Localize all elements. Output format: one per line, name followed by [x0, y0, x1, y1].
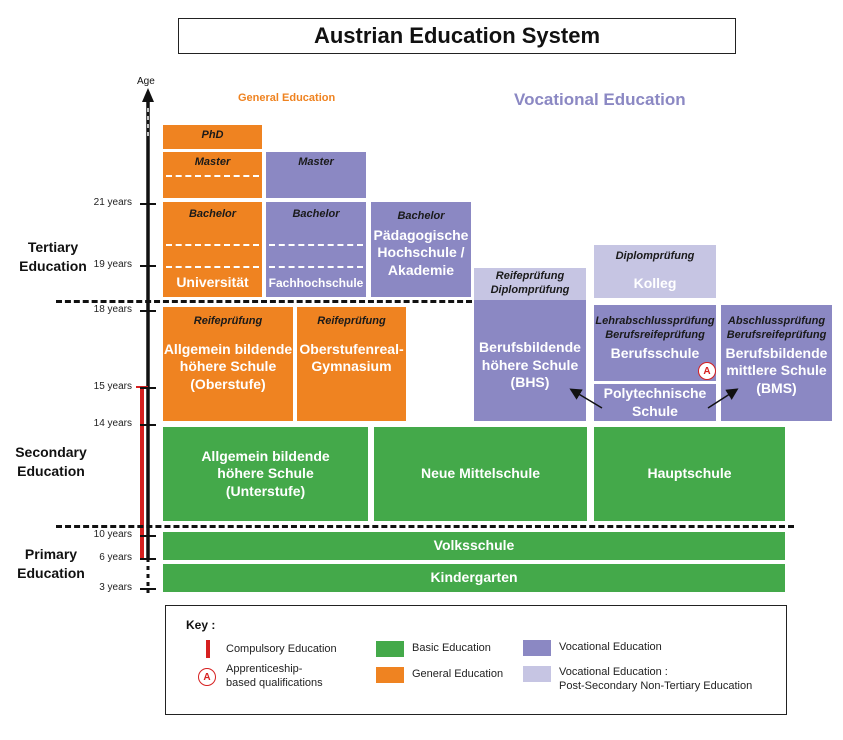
- legend-postsecondary-swatch: [523, 666, 551, 682]
- fh-dash-2: [269, 266, 363, 268]
- tick-14: [140, 424, 156, 426]
- fachhochschule-box: Bachelor Fachhochschule: [266, 202, 366, 297]
- age-axis-label: Age: [137, 76, 155, 87]
- uni-dash-1: [166, 244, 259, 246]
- secondary-primary-separator: [56, 525, 794, 528]
- berufsschule-box: Lehrabschlussprüfung Berufsreifeprüfung …: [594, 305, 716, 381]
- legend-basic-label: Basic Education: [412, 642, 491, 654]
- bms-box: Abschlussprüfung Berufsreifeprüfung Beru…: [721, 305, 832, 421]
- paedagogische-hochschule-box: Bachelor Pädagogische Hochschule / Akade…: [371, 202, 471, 297]
- bhs-qualifications-box: Reifeprüfung Diplomprüfung: [474, 268, 586, 300]
- tertiary-secondary-separator: [56, 300, 472, 303]
- age-19: 19 years: [93, 259, 132, 270]
- ahs-unterstufe-box: Allgemein bildende höhere Schule (Unters…: [163, 427, 368, 521]
- neue-mittelschule-box: Neue Mittelschule: [374, 427, 587, 521]
- general-education-header: General Education: [238, 92, 336, 104]
- master-fh-box: Master: [266, 152, 366, 198]
- kindergarten-box: Kindergarten: [163, 564, 785, 592]
- secondary-education-label: Secondary Education: [15, 444, 87, 479]
- bhs-box: Berufsbildende höhere Schule (BHS): [474, 300, 586, 421]
- legend-general-swatch: [376, 667, 404, 683]
- age-axis: [142, 88, 154, 593]
- legend-basic-swatch: [376, 641, 404, 657]
- legend-vocational-swatch: [523, 640, 551, 656]
- legend-postsecondary-label: Vocational Education : Post-Secondary No…: [559, 666, 753, 692]
- vocational-education-header: Vocational Education: [514, 90, 686, 109]
- legend-title: Key :: [186, 618, 216, 632]
- ahs-oberstufe-box: Reifeprüfung Allgemein bildende höhere S…: [163, 307, 293, 421]
- age-21: 21 years: [93, 197, 132, 208]
- age-14: 14 years: [93, 418, 132, 429]
- apprenticeship-marker: A: [698, 362, 716, 380]
- legend-apprentice-label: Apprenticeship- based qualifications: [226, 663, 323, 689]
- legend-vocational-label: Vocational Education: [559, 641, 662, 653]
- tick-10: [140, 535, 156, 537]
- kolleg-box: Diplomprüfung Kolleg: [594, 245, 716, 298]
- phd-box: PhD: [163, 125, 262, 149]
- tick-3: [140, 588, 156, 590]
- universitat-box: Bachelor Universität: [163, 202, 262, 297]
- age-18: 18 years: [93, 304, 132, 315]
- oberstufenrealgymnasium-box: Reifeprüfung Oberstufenreal- Gymnasium: [297, 307, 406, 421]
- age-15: 15 years: [93, 381, 132, 392]
- master-dash: [166, 175, 259, 177]
- legend-compulsory-label: Compulsory Education: [226, 643, 337, 655]
- age-3: 3 years: [99, 582, 132, 593]
- tick-6: [140, 558, 156, 560]
- legend: Key : Compulsory Education A Apprentices…: [165, 605, 787, 715]
- hauptschule-box: Hauptschule: [594, 427, 785, 521]
- uni-dash-2: [166, 266, 259, 268]
- polytechnische-schule-box: Polytechnische Schule: [594, 384, 716, 421]
- page-title: Austrian Education System: [178, 18, 736, 54]
- age-6: 6 years: [99, 552, 132, 563]
- legend-general-label: General Education: [412, 668, 504, 680]
- transition-arrows: [569, 388, 739, 409]
- primary-education-label: Primary Education: [17, 546, 85, 581]
- fh-dash-1: [269, 244, 363, 246]
- age-10: 10 years: [93, 529, 132, 540]
- tick-21: [140, 203, 156, 205]
- tick-19: [140, 265, 156, 267]
- tick-15: [140, 387, 156, 389]
- volksschule-box: Volksschule: [163, 532, 785, 560]
- legend-compulsory-swatch: [206, 640, 210, 658]
- tick-18: [140, 310, 156, 312]
- tertiary-education-label: Tertiary Education: [19, 239, 87, 274]
- compulsory-education-bar: [140, 388, 144, 560]
- legend-apprentice-marker: A: [198, 668, 216, 686]
